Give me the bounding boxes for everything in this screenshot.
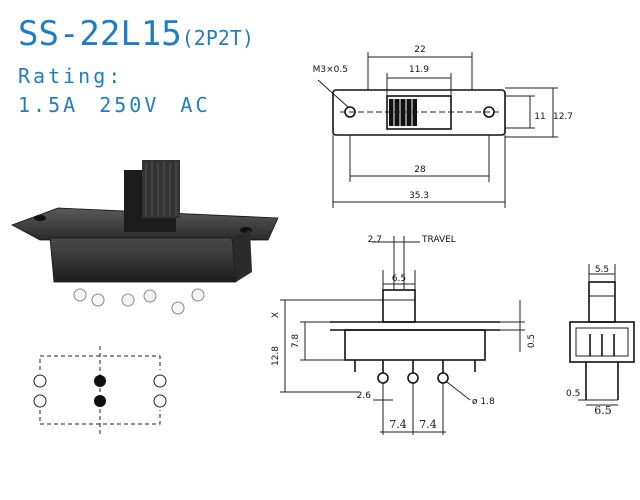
dim-7-4-right-label: 7.4 xyxy=(419,418,437,431)
dim-35-3-label: 35.3 xyxy=(409,191,429,201)
dim-7-4-left-label: 7.4 xyxy=(389,418,407,431)
dim-12-7-label: 12.7 xyxy=(553,112,573,122)
dim-22-label: 22 xyxy=(414,45,425,55)
end-view-drawing: 5.5 0.5 6.5 xyxy=(566,264,635,417)
terminal-common-icon xyxy=(94,395,106,407)
travel-label: TRAVEL xyxy=(421,235,456,245)
terminal-open-icon xyxy=(153,374,167,388)
switch-photo xyxy=(11,160,279,315)
model-title: SS-22L15(2P2T) xyxy=(18,14,254,54)
side-view-drawing: 2.7 TRAVEL 6.5 X 12.8 7.8 0.5 2.6 ø 1.8 … xyxy=(271,235,537,435)
end-dim-5-5-label: 5.5 xyxy=(595,265,609,275)
dim-11-9-label: 11.9 xyxy=(409,65,429,75)
terminal-common-icon xyxy=(94,375,106,387)
terminal-open-icon xyxy=(33,394,47,408)
dim-7-8-label: 7.8 xyxy=(291,334,301,349)
dim-2-7-label: 2.7 xyxy=(368,235,382,245)
terminal-open-icon xyxy=(153,394,167,408)
end-dim-6-5-label: 6.5 xyxy=(594,404,612,417)
pin-diameter-label: ø 1.8 xyxy=(472,397,495,407)
dim-11-label: 11 xyxy=(534,112,545,122)
circuit-schematic xyxy=(33,346,167,434)
pole-config: (2P2T) xyxy=(181,26,255,50)
dim-6-5-label: 6.5 xyxy=(392,274,406,284)
mount-hole-icon xyxy=(34,215,46,221)
dim-2-6-label: 2.6 xyxy=(357,391,372,401)
model-number: SS-22L15 xyxy=(18,14,182,54)
dim-28-label: 28 xyxy=(414,165,426,175)
end-dim-0-5-label: 0.5 xyxy=(566,389,580,399)
rating-value: 1.5A 250V AC xyxy=(18,93,211,117)
dim-0-5-label: 0.5 xyxy=(527,334,537,348)
dim-12-8-label: 12.8 xyxy=(271,346,281,366)
rating-label: Rating: xyxy=(18,64,124,88)
dim-x-label: X xyxy=(271,312,281,318)
top-view-drawing: M3×0.5 22 11.9 11 12.7 28 35.3 xyxy=(313,45,573,208)
terminal-open-icon xyxy=(33,374,47,388)
screw-thread-label: M3×0.5 xyxy=(313,65,348,75)
